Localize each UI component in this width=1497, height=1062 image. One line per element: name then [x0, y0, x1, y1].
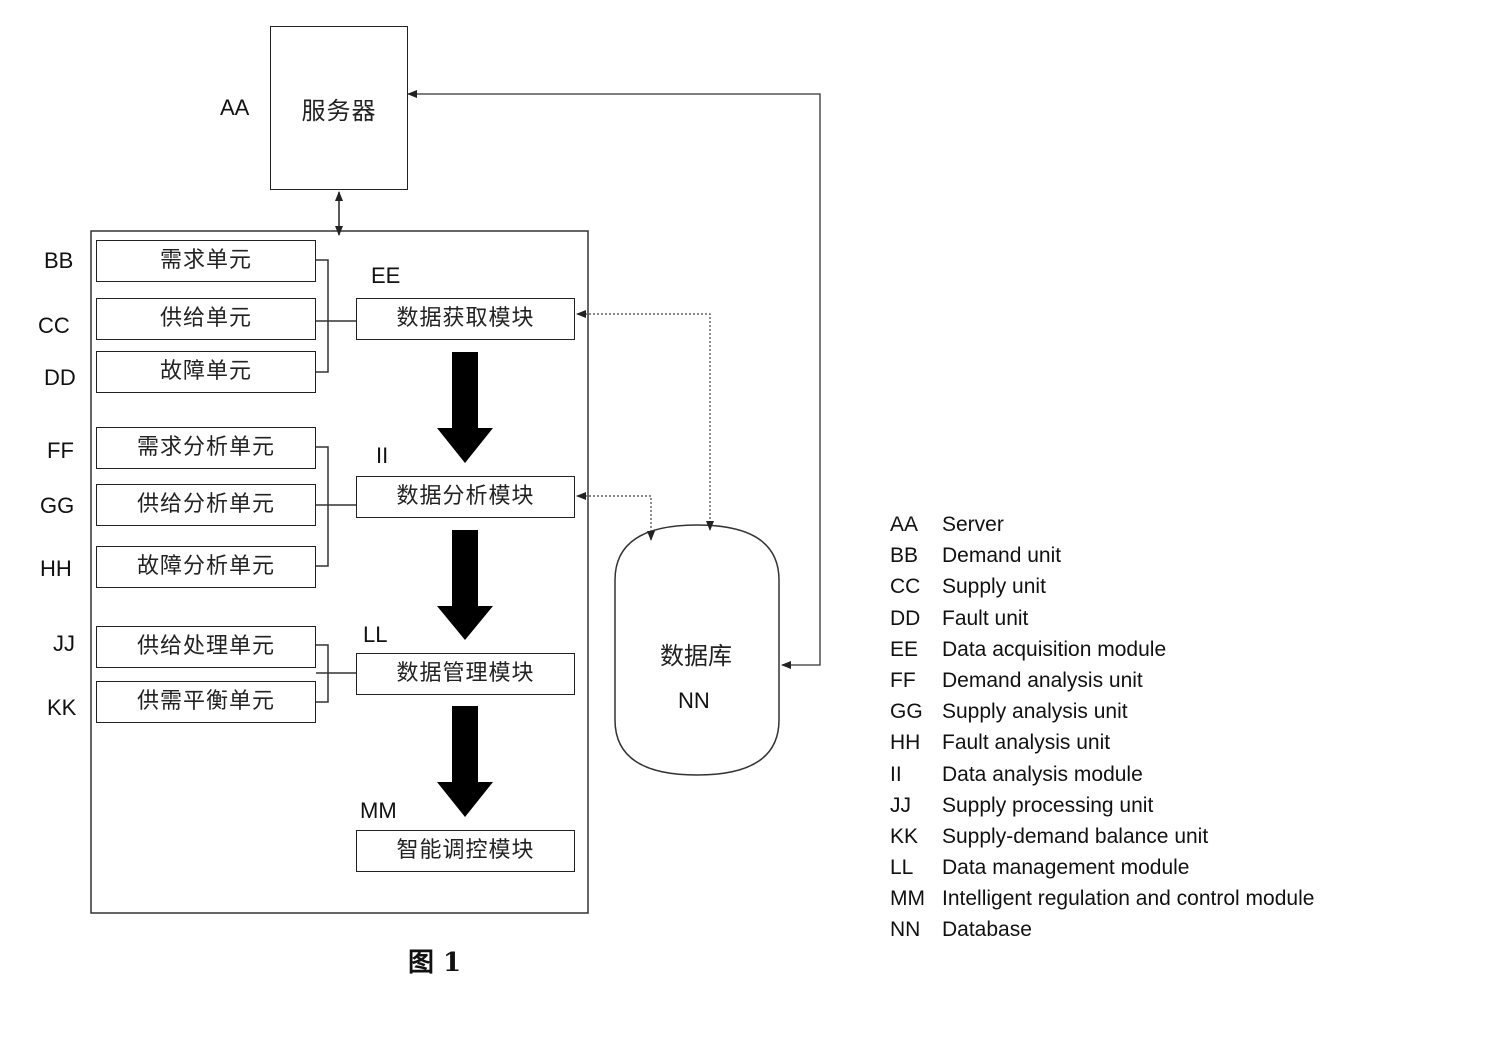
unit-supply-analysis-label: 供给分析单元	[137, 492, 275, 517]
legend-description: Supply processing unit	[942, 794, 1153, 818]
unit-fault-analysis-label: 故障分析单元	[137, 554, 275, 579]
legend-description: Supply unit	[942, 575, 1046, 599]
legend-code: EE	[890, 638, 918, 662]
unit-code-hh: HH	[40, 558, 72, 580]
module-data-analysis: 数据分析模块	[356, 476, 575, 518]
unit-supply-label: 供给单元	[160, 306, 252, 331]
unit-code-cc: CC	[38, 315, 70, 337]
module-data-management: 数据管理模块	[356, 653, 575, 695]
unit-demand-label: 需求单元	[160, 248, 252, 273]
legend-code: AA	[890, 513, 918, 537]
module-data-analysis-label: 数据分析模块	[396, 484, 534, 509]
unit-fault-label: 故障单元	[160, 359, 252, 384]
figure-caption: 图 1	[408, 942, 461, 979]
legend-code: NN	[890, 918, 920, 942]
legend-code: BB	[890, 544, 918, 568]
legend-description: Data management module	[942, 856, 1189, 880]
legend-description: Fault analysis unit	[942, 731, 1110, 755]
unit-code-jj: JJ	[53, 633, 75, 655]
legend-code: CC	[890, 575, 920, 599]
module-code-ee: EE	[371, 265, 400, 287]
server-title: 服务器	[271, 91, 407, 126]
legend-description: Data acquisition module	[942, 638, 1166, 662]
legend-code: II	[890, 763, 902, 787]
module-data-management-label: 数据管理模块	[396, 661, 534, 686]
unit-fault-analysis: 故障分析单元	[96, 546, 316, 588]
bracket-group-2	[316, 447, 356, 566]
unit-demand-analysis: 需求分析单元	[96, 427, 316, 469]
module-code-ll: LL	[363, 624, 387, 646]
legend-description: Demand analysis unit	[942, 669, 1143, 693]
legend-description: Fault unit	[942, 607, 1028, 631]
unit-supply-processing-label: 供给处理单元	[137, 634, 275, 659]
legend-code: KK	[890, 825, 918, 849]
unit-supply-analysis: 供给分析单元	[96, 484, 316, 526]
server-code: AA	[220, 97, 249, 119]
legend-description: Demand unit	[942, 544, 1061, 568]
legend-code: GG	[890, 700, 923, 724]
legend-code: JJ	[890, 794, 911, 818]
legend-description: Database	[942, 918, 1032, 942]
unit-code-ff: FF	[47, 440, 74, 462]
legend-description: Intelligent regulation and control modul…	[942, 887, 1314, 911]
legend-description: Server	[942, 513, 1004, 537]
module-intelligent-control-label: 智能调控模块	[396, 838, 534, 863]
unit-fault: 故障单元	[96, 351, 316, 393]
legend-code: HH	[890, 731, 920, 755]
unit-code-dd: DD	[44, 367, 76, 389]
link-acquisition-database	[577, 314, 710, 530]
legend-description: Supply-demand balance unit	[942, 825, 1208, 849]
legend-code: MM	[890, 887, 925, 911]
module-intelligent-control: 智能调控模块	[356, 830, 575, 872]
unit-demand-analysis-label: 需求分析单元	[137, 435, 275, 460]
unit-code-kk: KK	[47, 697, 76, 719]
legend-code: DD	[890, 607, 920, 631]
database-title: 数据库	[660, 636, 732, 671]
bracket-group-1	[316, 260, 356, 372]
legend-code: LL	[890, 856, 913, 880]
module-data-acquisition-label: 数据获取模块	[396, 306, 534, 331]
module-code-ii: II	[376, 445, 388, 467]
unit-supply-demand-balance: 供需平衡单元	[96, 681, 316, 723]
flow-arrow-1	[437, 352, 493, 463]
unit-demand: 需求单元	[96, 240, 316, 282]
legend-description: Supply analysis unit	[942, 700, 1128, 724]
unit-supply-processing: 供给处理单元	[96, 626, 316, 668]
flow-arrow-3	[437, 706, 493, 817]
unit-code-gg: GG	[40, 495, 74, 517]
legend-description: Data analysis module	[942, 763, 1143, 787]
database-code: NN	[678, 688, 710, 714]
module-code-mm: MM	[360, 800, 397, 822]
unit-supply: 供给单元	[96, 298, 316, 340]
bracket-group-3	[316, 645, 356, 702]
flow-arrow-2	[437, 530, 493, 640]
legend-code: FF	[890, 669, 916, 693]
unit-supply-demand-balance-label: 供需平衡单元	[137, 689, 275, 714]
module-data-acquisition: 数据获取模块	[356, 298, 575, 340]
server-box: 服务器	[270, 26, 408, 190]
unit-code-bb: BB	[44, 250, 73, 272]
